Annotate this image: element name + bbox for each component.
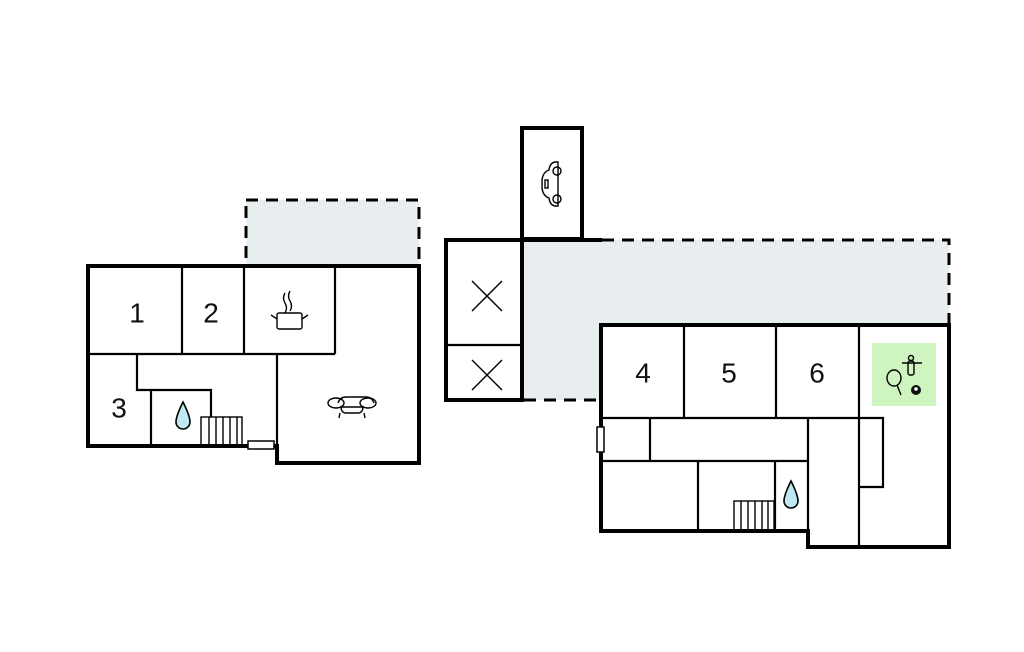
room-6-label: 6: [809, 358, 825, 389]
storage-block: [444, 238, 524, 402]
left-outer-wall: [86, 264, 421, 465]
sofa-icon: [327, 396, 377, 419]
room-5-label: 5: [721, 358, 737, 389]
right-entrance-door: [596, 426, 605, 453]
right-building: 4 5 6: [596, 323, 951, 549]
right-outer-wall: [599, 323, 951, 549]
cross-icon: [471, 280, 503, 312]
carport-room: [520, 126, 584, 241]
car-icon: [541, 161, 562, 207]
table-tennis-foosball-billiard-icon: [886, 354, 922, 396]
room-1-label: 1: [129, 298, 145, 329]
water-drop-icon: [783, 479, 799, 509]
right-interior-walls: [596, 325, 885, 547]
activity-highlight: [872, 343, 936, 406]
cross-icon: [471, 359, 503, 391]
water-drop-icon: [175, 400, 191, 430]
left-entrance-door: [247, 440, 275, 450]
room-3-label: 3: [111, 393, 127, 424]
left-interior-walls: [88, 266, 337, 450]
cooking-pot-icon: [270, 290, 309, 330]
terrace-left: [244, 198, 421, 268]
room-2-label: 2: [203, 298, 219, 329]
left-building: 1 2 3: [86, 198, 421, 465]
room-4-label: 4: [635, 358, 651, 389]
